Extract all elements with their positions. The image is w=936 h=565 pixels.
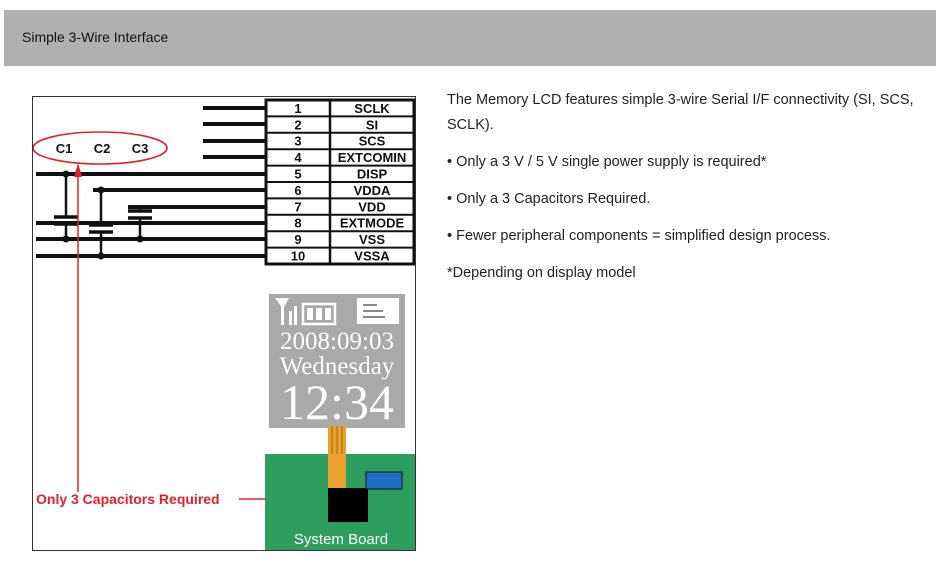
pin-label: SCLK bbox=[354, 101, 390, 116]
capacitor-c3 bbox=[128, 207, 152, 243]
capacitor-c1 bbox=[54, 170, 78, 243]
system-board: System Board bbox=[265, 454, 415, 550]
pin-number: 8 bbox=[294, 216, 301, 231]
pin-label: VDD bbox=[358, 199, 385, 214]
footnote-text: *Depending on display model bbox=[447, 265, 636, 281]
pin-number: 4 bbox=[294, 150, 302, 165]
power-rails bbox=[36, 172, 266, 258]
interface-diagram: 1 SCLK 2 SI 3 SCS 4 EXTCOMIN 5 DISP 6 VDDA 7 VDD 8 EXTM… bbox=[32, 96, 416, 551]
callout-arrow-up-head bbox=[74, 163, 82, 177]
description-panel: The Memory LCD features simple 3-wire Se… bbox=[447, 88, 932, 298]
pin-label: VDDA bbox=[354, 183, 391, 198]
lcd-date: 2008:09:03 bbox=[280, 328, 394, 355]
capacitor-label-c3: C3 bbox=[132, 141, 149, 156]
diagram-canvas: 1 SCLK 2 SI 3 SCS 4 EXTCOMIN 5 DISP 6 VDDA 7 VDD 8 EXTM… bbox=[33, 98, 415, 550]
section-header: Simple 3-Wire Interface bbox=[4, 10, 936, 66]
message-icon bbox=[357, 298, 399, 324]
pin-table: 1 SCLK 2 SI 3 SCS 4 EXTCOMIN 5 DISP 6 VDDA 7 VDD 8 EXTM… bbox=[264, 98, 415, 266]
capacitor-c2 bbox=[89, 186, 113, 260]
callout-text: Only 3 Capacitors Required bbox=[36, 491, 220, 507]
pin-label: EXTCOMIN bbox=[338, 150, 407, 165]
capacitor-label-c2: C2 bbox=[94, 141, 111, 156]
board-label: System Board bbox=[294, 531, 388, 548]
bullet-components: Fewer peripheral components = simplified… bbox=[447, 224, 932, 249]
pin-number: 10 bbox=[291, 249, 305, 264]
pin-number: 1 bbox=[294, 101, 301, 116]
lcd-day: Wednesday bbox=[280, 353, 395, 380]
lcd-module: 2008:09:03 Wednesday 12:34 bbox=[265, 290, 409, 432]
capacitor-highlight-ellipse bbox=[33, 131, 168, 165]
pin-label: EXTMODE bbox=[340, 216, 405, 231]
pin-number: 3 bbox=[294, 134, 301, 149]
pin-number: 5 bbox=[294, 167, 301, 182]
signal-lines bbox=[203, 106, 266, 159]
flex-cable-end bbox=[328, 454, 346, 490]
signal-icon bbox=[275, 298, 297, 325]
connector-chip bbox=[328, 488, 368, 522]
pin-label: SCS bbox=[359, 134, 386, 149]
section-title: Simple 3-Wire Interface bbox=[22, 29, 169, 45]
blue-component bbox=[365, 471, 403, 490]
pin-number: 2 bbox=[294, 117, 301, 132]
pin-number: 9 bbox=[294, 232, 301, 247]
capacitor-label-c1: C1 bbox=[56, 141, 73, 156]
pin-number: 6 bbox=[294, 183, 301, 198]
bullet-capacitors: Only a 3 Capacitors Required. bbox=[447, 187, 932, 212]
bullet-power-supply: Only a 3 V / 5 V single power supply is … bbox=[447, 150, 932, 175]
pin-label: SI bbox=[366, 117, 378, 132]
intro-text: The Memory LCD features simple 3-wire Se… bbox=[447, 92, 914, 133]
pin-label: VSS bbox=[359, 232, 385, 247]
battery-icon bbox=[301, 302, 337, 326]
pin-number: 7 bbox=[294, 199, 301, 214]
lcd-time: 12:34 bbox=[280, 374, 394, 430]
pin-label: VSSA bbox=[354, 249, 390, 264]
pin-label: DISP bbox=[357, 167, 388, 182]
